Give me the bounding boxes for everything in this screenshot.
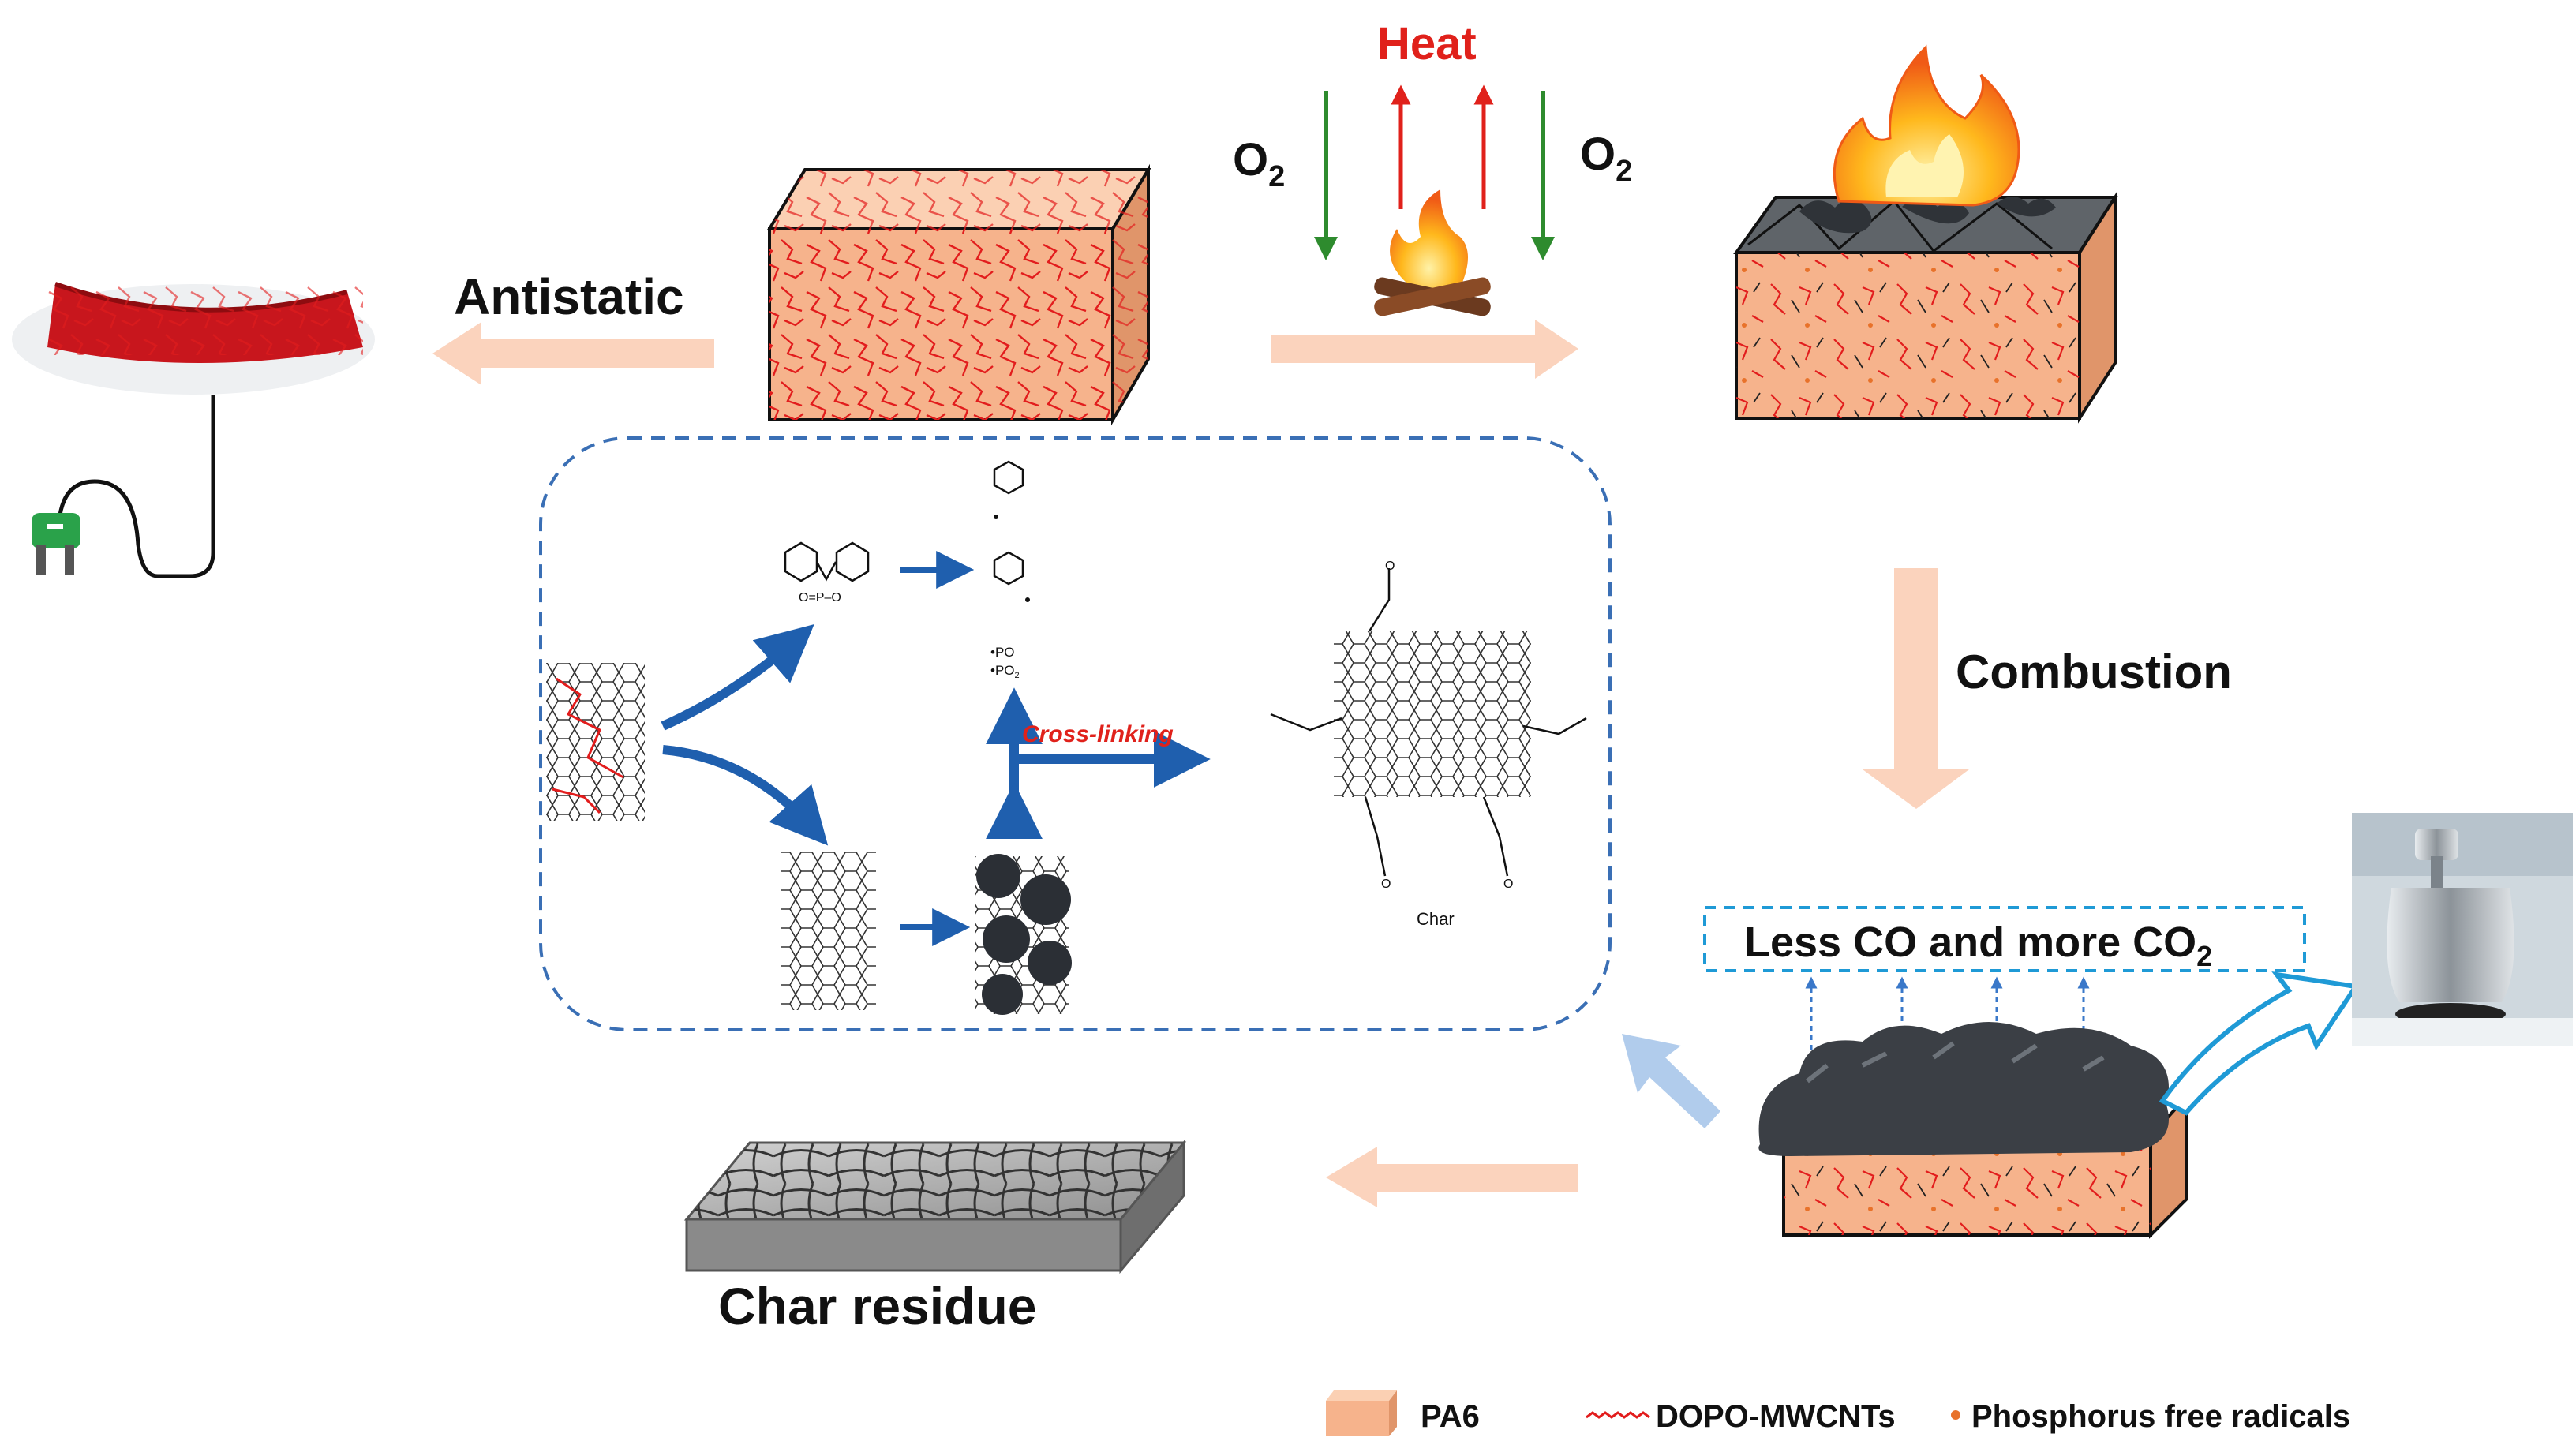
o2-label-right: O2 xyxy=(1580,129,1632,188)
char-structure: O O O xyxy=(1270,560,1587,891)
less-co-box xyxy=(1703,906,2306,972)
svg-text:O=P–O: O=P–O xyxy=(799,591,841,604)
less-co-label: Less CO and more CO2 xyxy=(1744,919,2212,972)
combustion-label: Combustion xyxy=(1956,646,2232,698)
heat-flow-arrow xyxy=(1271,320,1578,379)
residue-flow-arrow xyxy=(1326,1147,1578,1207)
radical-po: •PO xyxy=(990,645,1015,660)
legend-pa6-swatch xyxy=(1326,1390,1397,1436)
weight-icon xyxy=(2352,813,2573,1046)
dopo-molecule: O=P–O xyxy=(784,541,870,604)
flame-icon xyxy=(1833,44,2020,207)
char-label: Char xyxy=(1417,909,1455,929)
mechanism-panel xyxy=(539,436,1612,1031)
pa6-cube-burning xyxy=(1733,192,2118,424)
legend-dopo-swatch xyxy=(1586,1411,1650,1419)
svg-text:O: O xyxy=(1503,878,1513,891)
char-residue-plate xyxy=(683,1139,1187,1274)
cross-linking-label: Cross-linking xyxy=(1022,721,1174,747)
mwcnt-with-char xyxy=(975,854,1072,1015)
mwcnt-plain xyxy=(781,852,876,1010)
legend-radical-dot xyxy=(1951,1410,1960,1420)
plug-icon xyxy=(32,395,215,578)
combustion-arrow xyxy=(1863,568,1969,809)
legend: PA6 DOPO-MWCNTs Phosphorus free radicals xyxy=(1326,1390,2350,1436)
phenyl-fragments xyxy=(993,460,1030,602)
radical-po2: •PO2 xyxy=(990,663,1020,680)
antistatic-cnt-mat xyxy=(12,282,375,395)
char-residue-label: Char residue xyxy=(718,1277,1036,1335)
legend-radical-label: Phosphorus free radicals xyxy=(1971,1399,2350,1434)
antistatic-arrow xyxy=(432,322,714,385)
legend-pa6-label: PA6 xyxy=(1421,1399,1480,1434)
campfire-icon xyxy=(1374,189,1491,316)
curved-arrow-to-weight xyxy=(2159,971,2361,1116)
svg-text:O: O xyxy=(1381,878,1391,891)
dopo-mwcnt-structure xyxy=(546,663,645,821)
pa6-cube-charred xyxy=(1758,1022,2188,1239)
split-arrow-down xyxy=(662,745,829,846)
legend-dopo-label: DOPO-MWCNTs xyxy=(1656,1399,1896,1434)
antistatic-label: Antistatic xyxy=(454,268,684,325)
svg-text:O: O xyxy=(1385,560,1395,573)
split-arrow-up xyxy=(661,624,814,731)
o2-label-left: O2 xyxy=(1233,134,1285,193)
heat-label: Heat xyxy=(1377,18,1477,69)
pa6-cube-initial xyxy=(766,163,1151,426)
diagonal-feedback-arrow xyxy=(1622,1034,1720,1128)
